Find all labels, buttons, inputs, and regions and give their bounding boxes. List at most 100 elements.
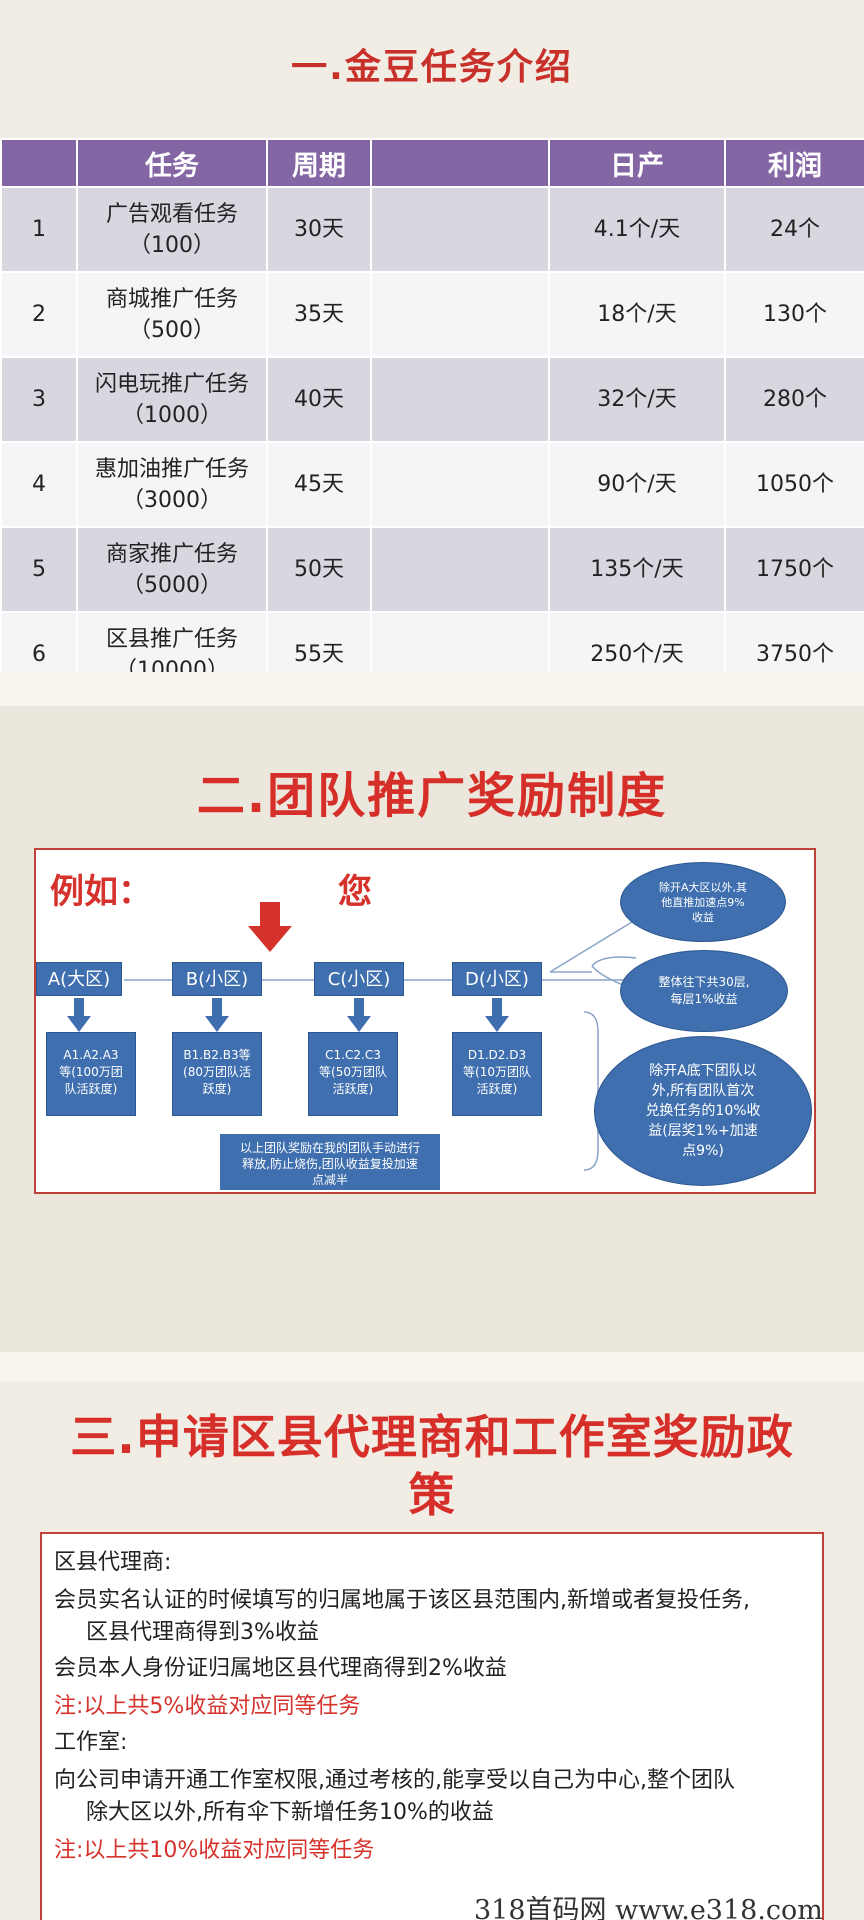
sub-box-line: 队活跃度)	[64, 1082, 118, 1096]
cell-daily: 32个/天	[548, 356, 726, 443]
section2-title: 二.团队推广奖励制度	[196, 768, 668, 824]
sub-box-line: 等(50万团队	[319, 1065, 387, 1079]
sub-box-line: 等(10万团队	[463, 1065, 531, 1079]
ellipse-line: 兑换任务的10%收	[645, 1103, 761, 1119]
task-name: 商城推广任务	[105, 286, 238, 312]
cell-period: 40天	[266, 356, 372, 443]
cell-task: 商城推广任务 （500）	[76, 271, 268, 358]
down-arrow-icon	[248, 902, 292, 952]
sub-box-d: D1.D2.D3 等(10万团队 活跃度)	[452, 1032, 542, 1116]
task-amount: （5000）	[122, 572, 222, 598]
cell-profit: 280个	[724, 356, 864, 443]
cell-task: 商家推广任务 （5000）	[76, 526, 268, 613]
ellipse-line: 每层1%收益	[670, 992, 738, 1006]
cell-blank	[370, 186, 550, 273]
task-name: 惠加油推广任务	[94, 456, 249, 482]
region-d: D(小区)	[452, 962, 542, 996]
cell-no: 3	[0, 356, 78, 443]
cell-profit: 130个	[724, 271, 864, 358]
cell-task: 惠加油推广任务 （3000）	[76, 441, 268, 528]
cell-no: 5	[0, 526, 78, 613]
ellipse-layer-bonus: 整体往下共30层, 每层1%收益	[620, 950, 788, 1032]
ellipse-line: 除开A大区以外,其	[658, 880, 748, 894]
section-divider	[0, 1352, 864, 1382]
cell-period: 30天	[266, 186, 372, 273]
cell-blank	[370, 441, 550, 528]
task-name: 广告观看任务	[105, 201, 238, 227]
header-task: 任务	[76, 138, 268, 188]
down-arrow-icon	[67, 998, 91, 1032]
table-header-row: 任务 周期 日产 利润	[0, 138, 864, 188]
cell-no: 1	[0, 186, 78, 273]
ellipse-line: 收益	[692, 910, 714, 924]
header-blank	[370, 138, 550, 188]
down-arrow-icon	[485, 998, 509, 1032]
studio-rule-1-cont: 除大区以外,所有伞下新增任务10%的收益	[86, 1800, 494, 1825]
studio-heading: 工作室:	[54, 1730, 128, 1755]
team-reward-diagram: 例如： 您 A(大区) B(小区) C(小区) D(小区) A1.A2.A3 等…	[34, 848, 816, 1194]
cell-period: 50天	[266, 526, 372, 613]
section3-title: 三.申请区县代理商和工作室奖励政 策	[40, 1408, 824, 1524]
task-amount: （500）	[129, 317, 215, 343]
cell-profit: 24个	[724, 186, 864, 273]
you-label: 您	[338, 872, 372, 912]
cell-blank	[370, 271, 550, 358]
cell-task: 广告观看任务（100）	[76, 186, 268, 273]
region-c: C(小区)	[314, 962, 404, 996]
task-amount: （3000）	[122, 487, 222, 513]
table-row: 2 商城推广任务 （500） 35天 18个/天 130个	[0, 271, 864, 358]
header-no	[0, 138, 78, 188]
county-rule-2: 会员本人身份证归属地区县代理商得到2%收益	[54, 1656, 507, 1681]
studio-note: 注:以上共10%收益对应同等任务	[54, 1838, 375, 1863]
ellipse-line: 点9%)	[682, 1143, 724, 1159]
release-note-box: 以上团队奖励在我的团队手动进行 释放,防止烧伤,团队收益复投加速 点减半	[220, 1134, 440, 1190]
note-line: 以上团队奖励在我的团队手动进行	[239, 1141, 420, 1155]
ellipse-line: 益(层奖1%+加速	[648, 1123, 758, 1139]
cell-daily: 4.1个/天	[548, 186, 726, 273]
section1-title: 一.金豆任务介绍	[291, 47, 573, 88]
down-arrow-icon	[347, 998, 371, 1032]
sub-box-b: B1.B2.B3等 (80万团队活 跃度)	[172, 1032, 262, 1116]
region-a: A(大区)	[36, 962, 122, 996]
region-b: B(小区)	[172, 962, 262, 996]
county-agent-heading: 区县代理商:	[54, 1550, 172, 1575]
cell-blank	[370, 526, 550, 613]
table-row: 1 广告观看任务（100） 30天 4.1个/天 24个	[0, 186, 864, 273]
sub-box-line: 活跃度)	[476, 1082, 518, 1096]
sub-box-a: A1.A2.A3 等(100万团 队活跃度)	[46, 1032, 136, 1116]
ellipse-line: 除开A底下团队以	[649, 1063, 757, 1079]
cell-blank	[370, 356, 550, 443]
task-table: 任务 周期 日产 利润 1 广告观看任务（100） 30天 4.1个/天 24个…	[0, 138, 864, 698]
cell-no: 4	[0, 441, 78, 528]
county-rule-1: 会员实名认证的时候填写的归属地属于该区县范围内,新增或者复投任务,	[54, 1588, 750, 1613]
sub-box-line: B1.B2.B3等	[183, 1048, 251, 1062]
policy-box: 区县代理商: 会员实名认证的时候填写的归属地属于该区县范围内,新增或者复投任务,…	[40, 1532, 824, 1920]
county-rule-1-cont: 区县代理商得到3%收益	[86, 1620, 319, 1645]
header-period: 周期	[266, 138, 372, 188]
sub-box-line: 活跃度)	[332, 1082, 374, 1096]
task-name: 区县推广任务	[105, 626, 238, 652]
sub-box-line: C1.C2.C3	[325, 1048, 381, 1062]
ellipse-line: 他直推加速点9%	[661, 895, 745, 909]
header-daily: 日产	[548, 138, 726, 188]
cell-daily: 18个/天	[548, 271, 726, 358]
cell-no: 2	[0, 271, 78, 358]
section3-title-line: 三.申请区县代理商和工作室奖励政	[70, 1410, 794, 1464]
cell-period: 35天	[266, 271, 372, 358]
section-divider	[0, 672, 864, 706]
sub-box-line: 跃度)	[202, 1082, 232, 1096]
task-amount: （1000）	[122, 402, 222, 428]
cell-profit: 1750个	[724, 526, 864, 613]
task-name: 商家推广任务	[105, 541, 238, 567]
table-row: 5 商家推广任务（5000） 50天 135个/天 1750个	[0, 526, 864, 613]
county-note: 注:以上共5%收益对应同等任务	[54, 1694, 361, 1719]
down-arrow-icon	[205, 998, 229, 1032]
table-row: 4 惠加油推广任务（3000） 45天 90个/天 1050个	[0, 441, 864, 528]
note-line: 点减半	[311, 1173, 348, 1187]
ellipse-direct-bonus: 除开A大区以外,其 他直推加速点9% 收益	[620, 862, 786, 942]
example-label: 例如：	[50, 872, 152, 912]
sub-box-line: A1.A2.A3	[63, 1048, 119, 1062]
cell-daily: 90个/天	[548, 441, 726, 528]
sub-box-c: C1.C2.C3 等(50万团队 活跃度)	[308, 1032, 398, 1116]
cell-task: 闪电玩推广任务（1000）	[76, 356, 268, 443]
